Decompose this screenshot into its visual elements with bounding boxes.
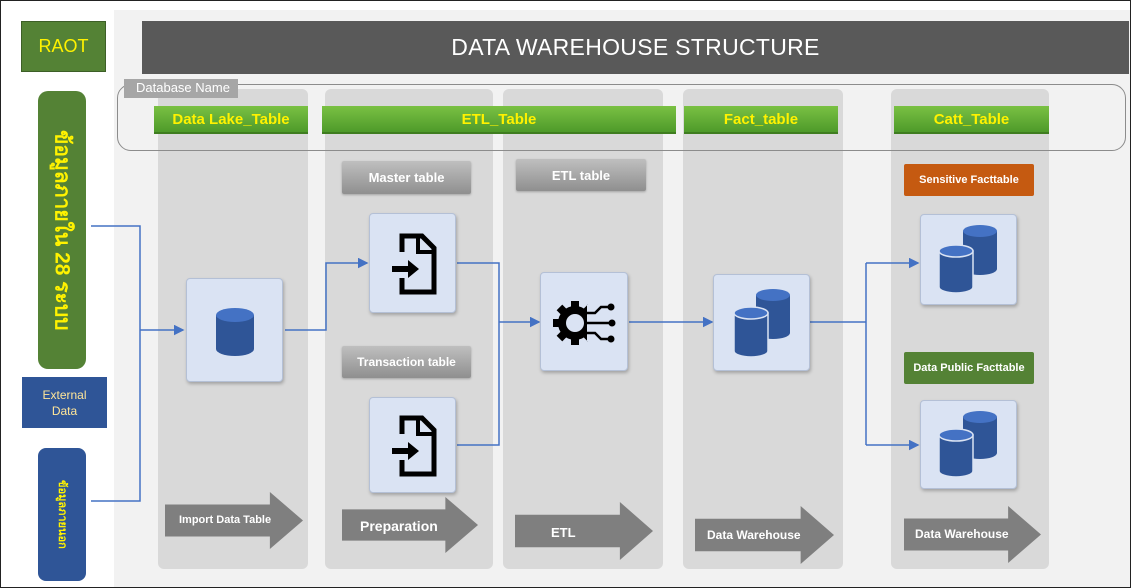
databases-icon: [733, 289, 790, 358]
external-data-thai-label: ข้อมูลภายนอก: [56, 480, 68, 549]
database-name-frame: [117, 84, 1126, 151]
sensitive-facttable-chip: Sensitive Facttable: [904, 164, 1034, 196]
database-icon: [216, 308, 254, 356]
etl-merge-connector: [457, 262, 500, 446]
gear-circuit-icon: [553, 301, 616, 345]
sensitive-facttable-tile: [920, 214, 1017, 305]
databases-icon: [938, 225, 997, 294]
master-table-tile: [369, 213, 456, 313]
etl-arrow-label: ETL: [551, 524, 576, 540]
etl-table-chip: ETL table: [516, 159, 646, 191]
external-data-source: ข้อมูลภายนอก: [38, 448, 86, 581]
file-import-icon: [392, 415, 437, 477]
data-lake-tile: [186, 278, 283, 382]
fact-table-tile: [713, 274, 810, 371]
lake-to-master-connector: [285, 257, 369, 331]
database-name-label: Database Name: [124, 79, 238, 98]
raot-logo: RAOT: [21, 21, 106, 72]
catt-dw-arrow-label: Data Warehouse: [915, 527, 1009, 541]
transaction-table-chip: Transaction table: [342, 346, 471, 378]
import-arrow-label: Import Data Table: [179, 514, 272, 526]
etl-process-tile: [540, 272, 628, 371]
internal-data-source: ข้อมูลภายใน 28 ระบบ: [38, 91, 86, 369]
databases-icon: [938, 411, 997, 478]
file-import-icon: [392, 233, 437, 295]
fact-header: Fact_table: [684, 106, 838, 134]
page-title: DATA WAREHOUSE STRUCTURE: [142, 21, 1129, 74]
external-data-box: External Data: [22, 377, 107, 428]
master-table-chip: Master table: [342, 161, 471, 194]
data-lake-header: Data Lake_Table: [154, 106, 308, 134]
source-connector: [91, 225, 141, 502]
public-facttable-tile: [920, 400, 1017, 489]
etl-header: ETL_Table: [322, 106, 676, 134]
catt-header: Catt_Table: [894, 106, 1049, 134]
internal-data-label: ข้อมูลภายใน 28 ระบบ: [50, 129, 74, 331]
fact-dw-arrow-label: Data Warehouse: [707, 528, 801, 542]
preparation-arrow-label: Preparation: [360, 518, 438, 534]
transaction-table-tile: [369, 397, 456, 493]
public-facttable-chip: Data Public Facttable: [904, 352, 1034, 384]
